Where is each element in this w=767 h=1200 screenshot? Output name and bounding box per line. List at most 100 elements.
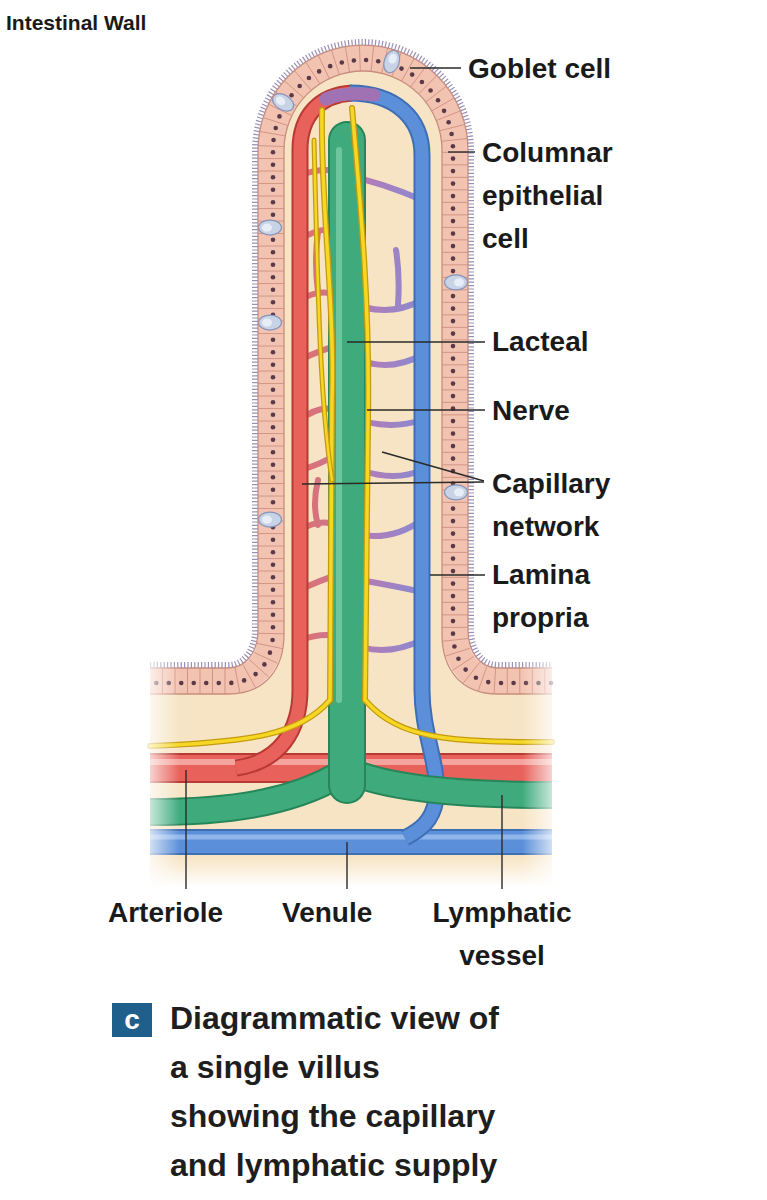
goblet-cell-body: [269, 90, 296, 115]
cell-border: [258, 308, 284, 309]
cell-border: [507, 668, 508, 694]
part-label: Capillary network: [492, 462, 652, 548]
cell-nucleus: [271, 463, 276, 468]
goblet-cell-mucus: [454, 278, 464, 286]
leader-line: [382, 452, 484, 481]
cell-nucleus: [271, 588, 276, 593]
cell-nucleus: [271, 575, 276, 580]
goblet-cell-mucus: [454, 488, 464, 496]
leader-line: [346, 842, 347, 889]
goblet-cell: [445, 275, 468, 290]
cell-nucleus: [271, 388, 276, 393]
cell-nucleus: [451, 294, 456, 299]
cell-nucleus: [451, 319, 456, 324]
cell-nucleus: [271, 188, 276, 193]
cell-border: [442, 427, 468, 428]
cell-border: [200, 668, 201, 694]
cell-border: [442, 352, 468, 353]
cell-border: [442, 602, 468, 603]
text-holder: Lamina propria: [492, 553, 652, 639]
cell-border: [258, 283, 284, 284]
cell-nucleus: [289, 93, 294, 98]
lacteal: [330, 140, 364, 785]
cell-border: [442, 527, 468, 528]
cell-nucleus: [451, 194, 456, 199]
text-holder: Columnar epithelial cell: [482, 131, 632, 260]
cell-border: [258, 571, 284, 572]
cell-border: [258, 246, 284, 247]
cell-border: [243, 665, 255, 688]
cell-border: [446, 648, 471, 656]
cell-border: [442, 189, 468, 190]
cell-nucleus: [451, 169, 456, 174]
cell-border: [345, 46, 349, 72]
goblet-cell: [445, 485, 468, 500]
cell-nucleus: [451, 519, 456, 524]
part-label: Lymphatic vessel: [412, 891, 592, 977]
cell-nucleus: [474, 675, 479, 680]
cell-nucleus: [271, 500, 276, 505]
cell-border: [258, 471, 284, 472]
lacteal-highlight: [336, 150, 342, 700]
cell-border: [442, 314, 468, 315]
text-holder: Arteriole: [108, 891, 308, 934]
part-label: Nerve: [492, 389, 692, 432]
cell-nucleus: [271, 563, 276, 568]
cell-nucleus: [451, 556, 456, 561]
cell-border: [442, 539, 468, 540]
cell-border: [254, 652, 278, 663]
cell-nucleus: [376, 59, 381, 64]
cell-nucleus: [273, 126, 278, 131]
cell-border: [258, 583, 284, 584]
cell-border: [442, 627, 468, 628]
leader-line: [430, 574, 485, 575]
cell-nucleus: [271, 200, 276, 205]
leader-line: [347, 341, 485, 342]
panel-badge: c: [112, 1003, 152, 1037]
cell-border: [411, 66, 427, 87]
cell-border: [249, 660, 268, 677]
cell-border: [442, 164, 468, 165]
goblet-cell: [269, 90, 296, 115]
cell-nucleus: [328, 64, 333, 69]
cell-border: [225, 668, 226, 694]
cell-nucleus: [449, 132, 454, 137]
venule: [150, 831, 552, 853]
cell-nucleus: [271, 413, 276, 418]
cell-nucleus: [428, 88, 433, 93]
edge-fade: [138, 857, 564, 887]
goblet-cell-body: [445, 485, 468, 500]
cell-border: [442, 138, 468, 141]
goblet-cell-body: [445, 275, 468, 290]
cell-border: [371, 46, 374, 72]
cell-nucleus: [451, 431, 456, 436]
text-holder: Lymphatic vessel: [412, 891, 592, 977]
cell-nucleus: [271, 250, 276, 255]
cell-nucleus: [451, 619, 456, 624]
cell-nucleus: [451, 331, 456, 336]
cell-nucleus: [451, 356, 456, 361]
cell-nucleus: [451, 581, 456, 586]
cell-border: [258, 146, 284, 147]
leader-lines: [186, 68, 502, 889]
cell-border: [442, 638, 468, 641]
cell-nucleus: [271, 175, 276, 180]
cell-border: [258, 196, 284, 197]
cell-border: [440, 124, 465, 130]
cell-nucleus: [451, 569, 456, 574]
cell-nucleus: [297, 84, 302, 89]
figure-caption: Diagrammatic view of a single villus sho…: [170, 994, 515, 1190]
cell-border: [442, 264, 468, 265]
cell-nucleus: [451, 394, 456, 399]
cell-nucleus: [307, 76, 312, 81]
cell-border: [442, 502, 468, 503]
cell-border: [258, 371, 284, 372]
goblet-cell-body: [259, 220, 282, 235]
cell-border: [442, 477, 468, 478]
cell-border: [258, 496, 284, 497]
part-label: Lacteal: [492, 320, 692, 363]
cell-border: [442, 589, 468, 590]
edge-fade: [138, 640, 180, 890]
cell-border: [258, 558, 284, 559]
cell-border: [260, 131, 286, 136]
